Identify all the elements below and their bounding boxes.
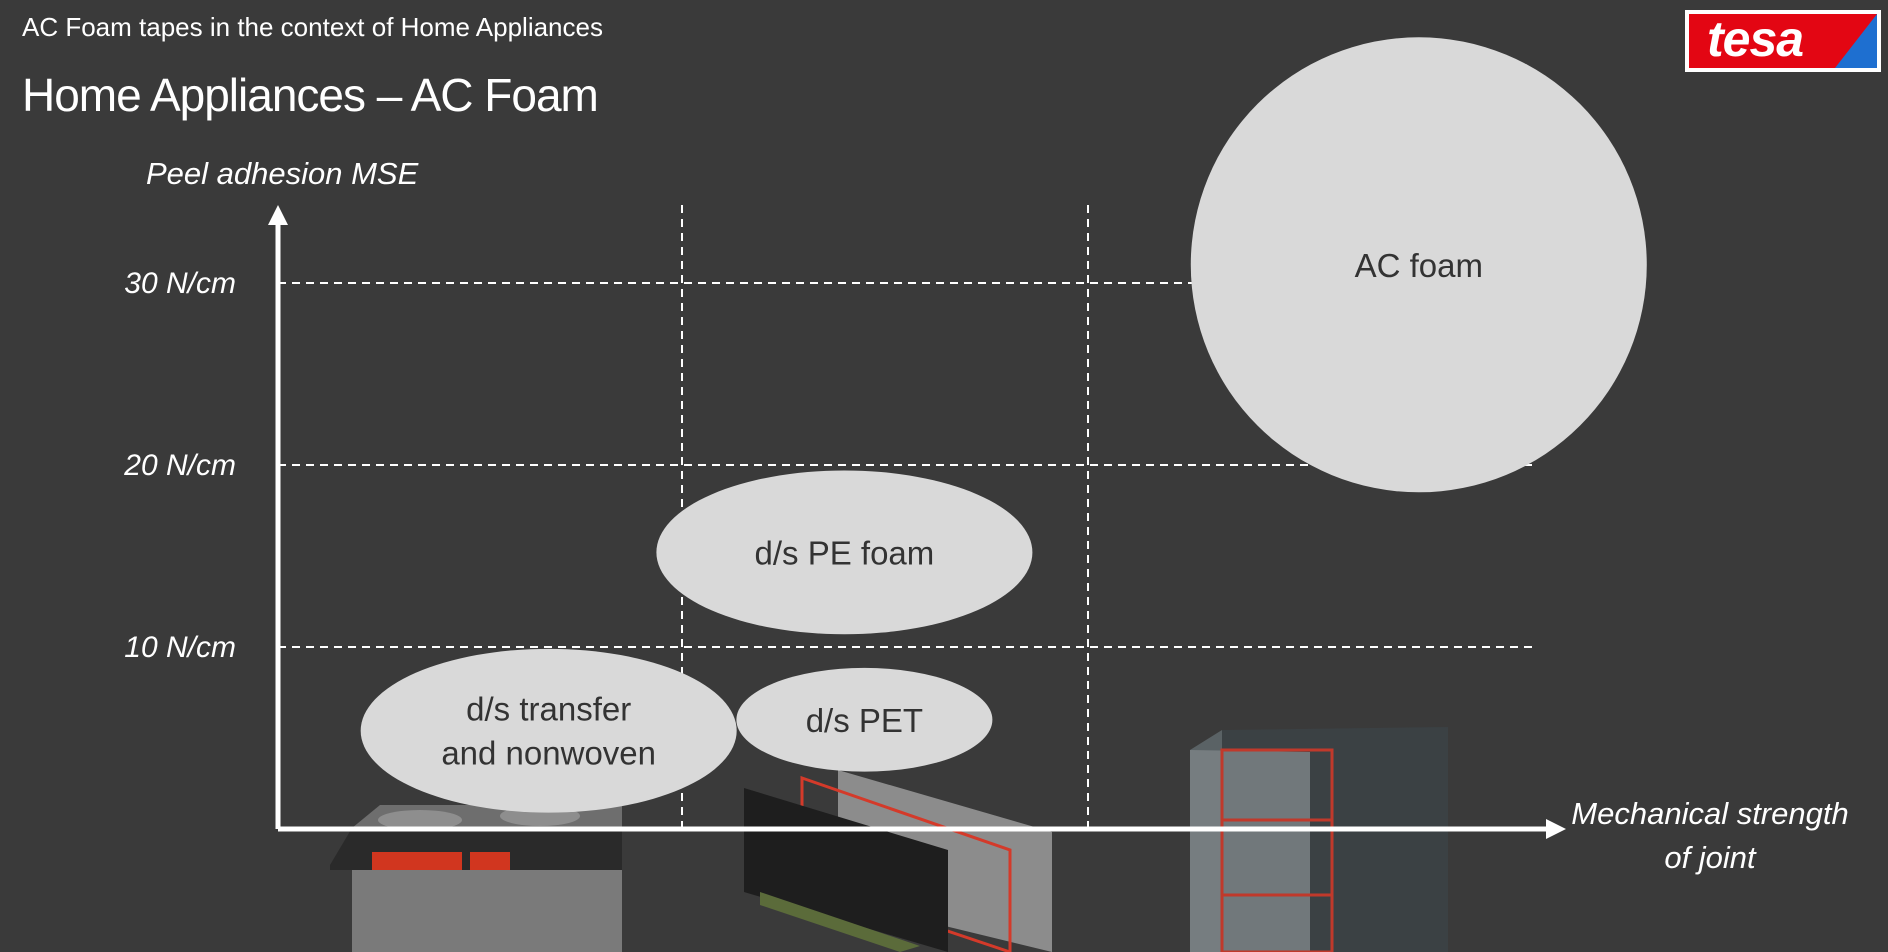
axis-layer: Peel adhesion MSE Mechanical strength of j… bbox=[146, 156, 1849, 875]
slide-subtitle: AC Foam tapes in the context of Home App… bbox=[22, 12, 603, 42]
bubble-label-1-line-1: d/s transfer bbox=[466, 691, 631, 728]
tesa-logo: tesa bbox=[1685, 10, 1881, 72]
y-tick-label-20: 20 N/cm bbox=[123, 449, 236, 482]
bubble-label-1-line-2: and nonwoven bbox=[441, 735, 656, 772]
fridge-illustration bbox=[1190, 727, 1448, 952]
y-tick-label-10: 10 N/cm bbox=[124, 631, 236, 664]
bubble-1 bbox=[360, 648, 737, 813]
oven-illustration bbox=[330, 805, 622, 952]
x-axis-label-line-1: Mechanical strength bbox=[1571, 796, 1848, 831]
y-axis-arrow-icon bbox=[268, 205, 288, 225]
bubble-3 bbox=[736, 667, 993, 772]
logo-badge: tesa bbox=[1689, 14, 1877, 68]
y-tick-label-30: 30 N/cm bbox=[124, 267, 236, 300]
bubble-group-2: d/s PE foam bbox=[656, 470, 1033, 635]
pcb-illustration bbox=[744, 770, 1052, 952]
bubble-label-4-line-1: AC foam bbox=[1355, 247, 1483, 284]
y-axis-label: Peel adhesion MSE bbox=[146, 156, 419, 191]
bubble-label-3-line-1: d/s PET bbox=[806, 702, 923, 739]
bubble-layer: d/s transfer and nonwoven d/s PE foam d/s P… bbox=[360, 37, 1647, 813]
bubble-2 bbox=[656, 470, 1033, 635]
bubble-group-4: AC foam bbox=[1190, 37, 1647, 493]
logo-stripe bbox=[1835, 14, 1877, 68]
bubble-4 bbox=[1190, 37, 1647, 493]
x-axis-label-line-2: of joint bbox=[1664, 840, 1757, 875]
bubble-group-1: d/s transfer and nonwoven bbox=[360, 648, 737, 813]
x-axis-arrow-icon bbox=[1546, 819, 1566, 839]
slide-title: Home Appliances – AC Foam bbox=[22, 69, 599, 121]
logo-text: tesa bbox=[1707, 14, 1804, 67]
bubble-label-2-line-1: d/s PE foam bbox=[755, 534, 935, 571]
tick-layer: 10 N/cm 20 N/cm 30 N/cm bbox=[123, 267, 236, 664]
bubble-group-3: d/s PET bbox=[736, 667, 993, 772]
